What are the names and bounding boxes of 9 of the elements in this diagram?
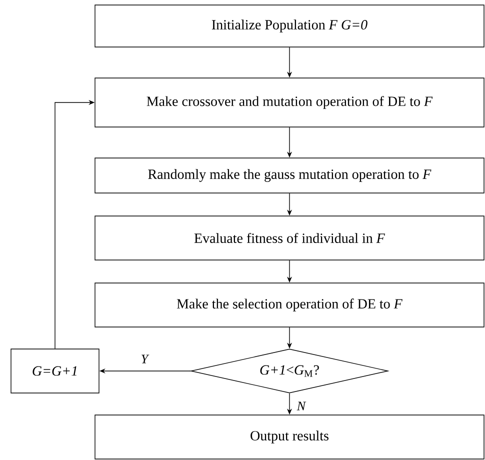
process-box: Make crossover and mutation operation of DE to F xyxy=(94,78,484,128)
process-box: Evaluate fitness of individual in F xyxy=(94,216,484,260)
process-box: Initialize Population F G=0 xyxy=(94,4,484,48)
process-box: Randomly make the gauss mutation operation to F xyxy=(94,158,484,194)
process-box: Output results xyxy=(94,414,484,460)
process-box: G=G+1 xyxy=(10,348,100,394)
edge-label: Y xyxy=(142,354,150,364)
process-box: Make the selection operation of DE to F xyxy=(94,282,484,328)
edge-label: N xyxy=(296,402,306,410)
